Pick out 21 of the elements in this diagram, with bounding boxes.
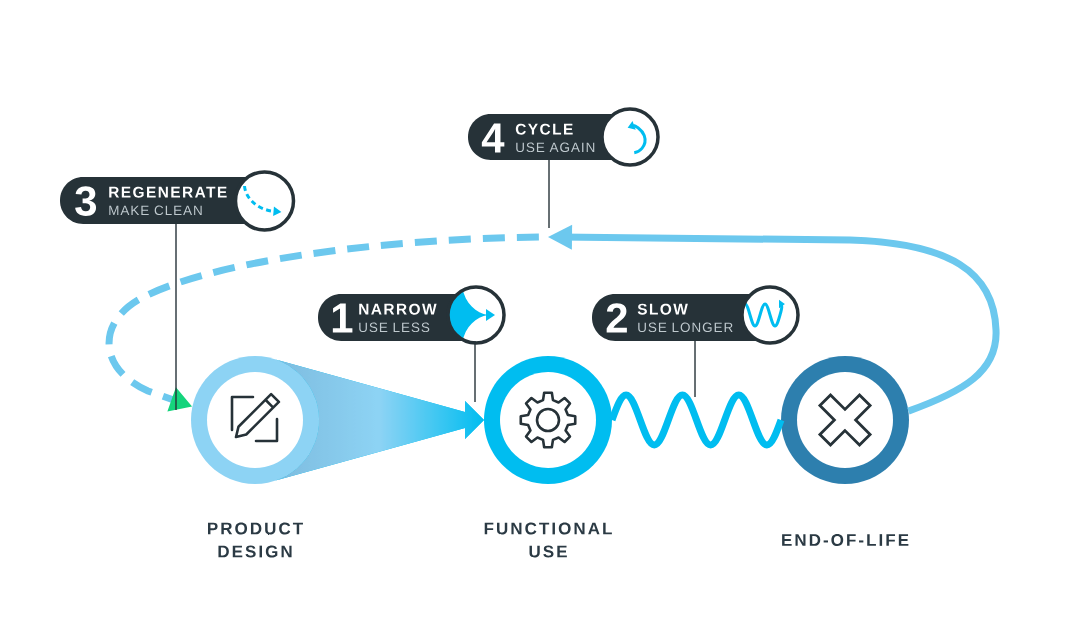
wave-line [608,391,785,449]
step-number: 4 [481,123,505,153]
step-subtitle: USE LESS [359,322,430,333]
step-number: 2 [606,303,627,333]
step-title: CYCLE [515,123,573,135]
leader-line [474,340,476,403]
leader-line [694,340,696,398]
leader-line [548,159,550,229]
stage-label: END-OF-LIFE [782,534,909,546]
stage-label: PRODUCT DESIGN [208,522,303,558]
step-title: NARROW [359,303,437,315]
step-subtitle: USE AGAIN [516,142,595,153]
step-subtitle: MAKE CLEAN [109,205,202,216]
step-title: SLOW [637,303,688,315]
stage-label: FUNCTIONAL USE [484,522,612,558]
step-subtitle: USE LONGER [638,322,733,333]
loop-arrow [105,224,1000,415]
leader-line [175,223,177,411]
step-number: 1 [332,303,353,333]
step-number: 3 [75,186,97,216]
step-title: REGENERATE [109,186,227,198]
